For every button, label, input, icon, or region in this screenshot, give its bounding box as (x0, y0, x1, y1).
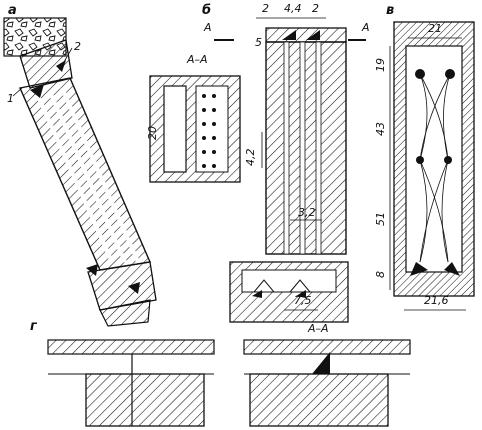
section-mark-right: А (361, 21, 370, 34)
panel-c: в 21 19 43 51 8 21,6 (374, 3, 475, 311)
anchor-foot (444, 262, 460, 276)
dim-43: 43 (374, 122, 387, 136)
dim-51: 51 (374, 212, 387, 226)
anchor-foot (410, 262, 428, 276)
dim-bottom-8: 8 (374, 271, 387, 278)
dim-top-left: 2 (262, 2, 269, 15)
column-slot (283, 41, 290, 255)
dim-width-top: 21 (428, 22, 442, 35)
panel-b-label: б (202, 3, 211, 18)
tension-lines (419, 73, 451, 263)
wedge (86, 264, 98, 276)
bottom-notch (288, 279, 312, 293)
panel-d: г А–А (30, 319, 411, 427)
cap-wedge (282, 30, 296, 40)
column-slot (299, 41, 306, 255)
column-rod (60, 87, 140, 263)
rivet (212, 108, 216, 112)
lower-wall-block (87, 261, 157, 311)
rivet (202, 164, 206, 168)
dim-side-v: 5 (255, 36, 262, 49)
rivet (212, 150, 216, 154)
column-body (265, 41, 347, 255)
callout-2-leader (63, 47, 73, 63)
panel-a: а 1 2 (3, 3, 157, 327)
anchor-node (445, 69, 455, 79)
rivet (202, 108, 206, 112)
section-channel (163, 85, 187, 173)
dim-offset: 3,2 (298, 206, 316, 219)
dim-bottom: 7,5 (294, 294, 312, 307)
beam-right (243, 339, 411, 355)
dim-top-mid: 4,4 (284, 2, 302, 15)
section-web (195, 85, 229, 173)
dim-top-right: 2 (312, 2, 319, 15)
section-title: А–А (186, 53, 208, 66)
rivet (202, 122, 206, 126)
wedge (56, 60, 66, 72)
upper-wall-block (19, 39, 73, 89)
panel-b: б А А 2 4,4 2 5 3,2 4,2 А–А (146, 2, 370, 323)
rivet (212, 94, 216, 98)
panel-a-label: а (8, 3, 17, 18)
base-block (99, 299, 151, 327)
wedge (30, 84, 44, 98)
column-rod (36, 95, 114, 263)
panel-c-label: в (386, 3, 394, 18)
callout-1-leader (12, 87, 23, 97)
section-title-d: А–А (307, 322, 329, 335)
bottom-wedge (252, 290, 262, 298)
bottom-notch (252, 279, 276, 293)
bottom-wedge (296, 290, 306, 298)
beam-left (47, 339, 215, 355)
wall-right (249, 373, 389, 427)
wall-left (85, 373, 205, 427)
callout-2: 2 (74, 40, 81, 53)
cap-wedge (306, 30, 320, 40)
dim-pitch: 4,2 (244, 149, 257, 167)
rivet (212, 164, 216, 168)
section-mark-left: А (203, 21, 212, 34)
dim-top: 19 (374, 58, 387, 72)
wedge (128, 282, 140, 294)
panel-d-label: г (30, 319, 38, 334)
frame-inner (405, 45, 463, 273)
rivet (202, 136, 206, 140)
rock-mass (3, 17, 67, 57)
anchor-node (416, 156, 424, 164)
rivet (212, 136, 216, 140)
column-slot (315, 41, 322, 255)
rivet (202, 94, 206, 98)
column-rod (48, 91, 127, 263)
rivet (202, 150, 206, 154)
column-cap (265, 27, 347, 43)
rivet (212, 122, 216, 126)
dim-height: 20 (146, 126, 159, 140)
anchor-node (415, 69, 425, 79)
anchor-node (444, 156, 452, 164)
dim-width-bottom: 21,6 (424, 294, 449, 307)
callout-1: 1 (7, 92, 14, 105)
section-wedge (312, 352, 330, 374)
